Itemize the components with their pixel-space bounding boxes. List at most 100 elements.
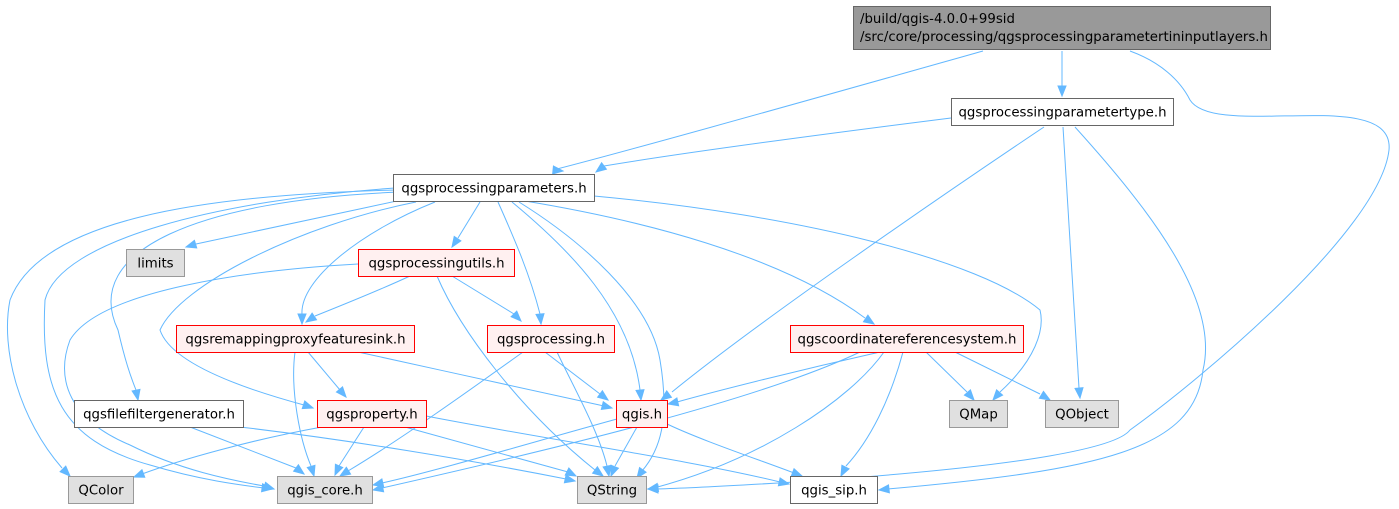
edge-line [338,426,365,467]
edge-filefilter-to-qstring [239,426,577,484]
edge-line [524,200,866,319]
node-label: limits [137,257,173,272]
edge-remap-to-property [307,351,347,399]
edge-line [110,191,401,391]
edge-line [457,201,481,239]
node-label: QMap [959,408,998,423]
node-box [577,476,647,504]
arrowhead-icon [1038,390,1052,401]
arrowhead-icon [1074,387,1084,400]
edge-crs-to-qgis [666,351,881,407]
node-limits: limits [126,249,185,277]
edge-root-to-params [552,50,984,175]
edge-line [314,275,411,317]
node-label: qgsremappingproxyfeaturesink.h [185,333,405,348]
edge-line [381,418,618,484]
edge-line [195,195,421,245]
arrowhead-icon [636,466,647,480]
node-property[interactable]: qgsproperty.h [317,400,427,428]
edge-line [357,351,605,407]
edge-crs-to-qmap [925,351,975,402]
node-root[interactable]: /build/qgis-4.0.0+99sid/src/core/process… [853,6,1271,50]
node-qmap: QMap [949,400,1008,428]
arrowhead-icon [594,161,608,173]
edge-line [511,201,641,391]
arrowhead-icon [992,388,1004,402]
edge-property-to-qgiscore [334,426,365,477]
edge-line [664,422,795,474]
edge-utils-to-qgiscore [64,263,359,491]
edge-line [887,126,1207,490]
edge-line [845,351,904,467]
edge-params-to-utils [451,201,481,249]
arrowhead-icon [132,468,146,478]
node-label: qgis_core.h [287,484,363,499]
edge-params-to-qcolor [7,189,396,477]
edge-line [671,126,1045,393]
edge-line [451,275,515,315]
edge-line [141,426,323,475]
edge-line [653,50,1390,490]
arrowhead-icon [666,397,680,407]
node-label: qgsfilefiltergenerator.h [83,408,235,423]
arrowhead-icon [862,314,876,325]
node-label: /src/core/processing/qgsprocessingparame… [860,30,1268,45]
arrowhead-icon [131,388,141,402]
node-box [951,98,1174,126]
node-qgissip[interactable]: qgis_sip.h [790,476,878,504]
edge-line [7,189,396,469]
edge-line [925,351,968,393]
arrowhead-icon [600,400,614,411]
edges-layer [7,50,1390,494]
node-qgiscore: qgis_core.h [277,476,373,504]
node-label: qgsprocessingparametertype.h [958,106,1166,121]
arrowhead-icon [292,463,306,475]
edge-remap-to-qgiscore [293,351,316,478]
node-params[interactable]: qgsprocessingparameters.h [393,174,595,202]
node-box [393,174,595,202]
node-qgis[interactable]: qgis.h [616,400,668,428]
edge-utils-to-remap [304,275,411,323]
edge-line [307,351,341,391]
edge-params-to-filefilter [110,191,401,402]
edge-crs-to-qobject [954,351,1052,401]
node-label: qgsproperty.h [326,408,418,423]
edge-property-to-qcolor [132,426,323,478]
arrowhead-icon [659,389,673,401]
node-label: QObject [1055,408,1109,423]
edge-qgis-to-qgiscore [371,418,618,488]
node-label: qgsprocessingparameters.h [401,182,586,197]
node-box [487,325,615,353]
arrowhead-icon [963,388,975,402]
edge-crs-to-qstring [646,351,885,492]
edge-line [159,201,417,406]
node-box [949,400,1008,428]
node-qcolor: QColor [68,476,134,504]
node-box [176,325,415,353]
edge-line [1062,126,1080,389]
edge-utils-to-processing [451,275,522,322]
edge-line [497,201,541,315]
node-label: qgis_sip.h [801,484,867,499]
arrowhead-icon [591,465,605,477]
node-crs[interactable]: qgscoordinatereferencesystem.h [790,325,1024,353]
edge-params-to-property [159,201,417,410]
arrowhead-icon [306,464,316,478]
node-processing[interactable]: qgsprocessing.h [487,325,615,353]
arrowhead-icon [635,389,645,402]
node-filefilter[interactable]: qgsfilefiltergenerator.h [74,400,244,428]
node-remap[interactable]: qgsremappingproxyfeaturesink.h [176,325,415,353]
node-box [68,476,134,504]
node-qstring: QString [577,476,647,504]
arrowhead-icon [371,478,385,488]
arrowhead-icon [610,464,620,478]
edge-qgis-to-qgissip [664,422,804,477]
edge-line [954,351,1041,395]
node-label: QString [587,484,637,499]
node-utils[interactable]: qgsprocessingutils.h [358,249,515,277]
edge-params-to-crs [524,200,876,325]
node-paramtype[interactable]: qgsprocessingparametertype.h [951,98,1174,126]
edge-line [436,275,596,471]
edge-line [518,201,665,472]
